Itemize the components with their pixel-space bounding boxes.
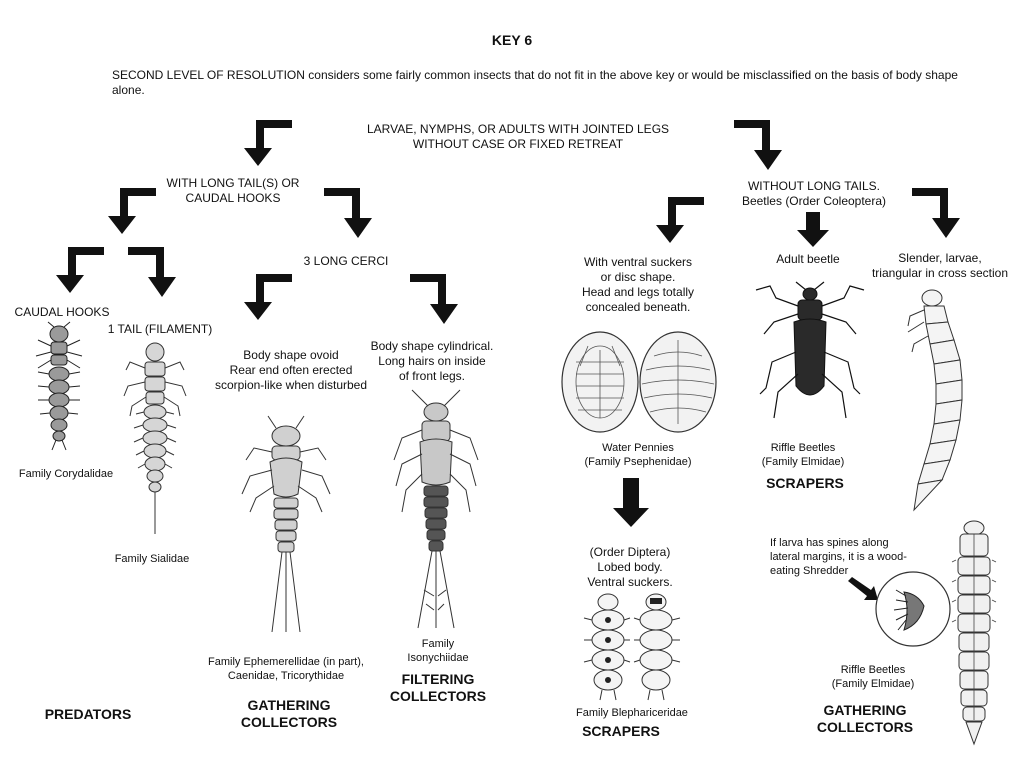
arrow-diagonal-icon (848, 577, 878, 600)
slender-larvae-node: Slender, larvae, triangular in cross sec… (860, 251, 1020, 281)
elmidae-slender-larva-illustration (907, 289, 963, 512)
group-gathering-line: GATHERING (247, 697, 331, 713)
without-tails-line: WITHOUT LONG TAILS. (747, 179, 881, 193)
bent-arrow-down-right-icon (128, 247, 176, 297)
diptera-line: Lobed body. (597, 560, 663, 574)
group-gathering-line: COLLECTORS (816, 719, 914, 735)
long-tails-line: CAUDAL HOOKS (185, 191, 281, 205)
cylindrical-node: Body shape cylindrical. Long hairs on in… (356, 339, 508, 384)
group-scrapers: SCRAPERS (766, 475, 844, 491)
bent-arrow-down-left-icon (108, 188, 156, 234)
elmidae-adult-illustration (755, 281, 865, 419)
group-filtering-line: COLLECTORS (389, 688, 487, 704)
family-elmidae-adult: Riffle Beetles (Family Elmidae) (748, 441, 858, 469)
shredder-note-line: lateral margins, it is a wood- (770, 551, 907, 563)
ventral-suckers-line: concealed beneath. (585, 300, 691, 314)
spine-detail-illustration (875, 571, 951, 647)
root-line: LARVAE, NYMPHS, OR ADULTS WITH JOINTED L… (366, 122, 670, 136)
group-gathering-line: COLLECTORS (240, 714, 338, 730)
family-blephariceridae: Family Blephariceridae (576, 707, 688, 719)
group-filtering-collectors: FILTERING COLLECTORS (378, 671, 498, 705)
root-line: WITHOUT CASE OR FIXED RETREAT (412, 137, 624, 151)
bent-arrow-down-right-icon (324, 188, 372, 238)
group-gathering-collectors: GATHERING COLLECTORS (802, 702, 928, 736)
root-node: LARVAE, NYMPHS, OR ADULTS WITH JOINTED L… (340, 122, 696, 152)
ovoid-line: Rear end often erected (229, 363, 353, 377)
family-ephemerellidae-line: Family Ephemerellidae (in part), (208, 656, 364, 668)
family-ephemerellidae-line: Caenidae, Tricorythidae (227, 670, 345, 682)
family-elmidae-larva-line: Riffle Beetles (840, 664, 906, 676)
blephariceridae-illustration (583, 593, 681, 701)
bent-arrow-down-left-icon (56, 247, 104, 293)
arrow-down-icon (797, 212, 829, 247)
three-cerci-label: 3 LONG CERCI (303, 254, 389, 268)
without-tails-line: Beetles (Order Coleoptera) (741, 194, 887, 208)
slender-larvae-line: Slender, larvae, (898, 251, 982, 265)
corydalidae-illustration (35, 321, 83, 451)
without-tails-node: WITHOUT LONG TAILS. Beetles (Order Coleo… (720, 179, 908, 209)
isonychiidae-illustration (393, 389, 479, 629)
page-title: KEY 6 (491, 32, 533, 48)
bent-arrow-down-right-icon (410, 274, 458, 324)
shredder-note-line: eating Shredder (770, 565, 849, 577)
family-psephenidae-line: (Family Psephenidae) (584, 456, 692, 468)
diptera-line: Ventral suckers. (587, 575, 673, 589)
family-isonychiidae-line: Isonychiidae (407, 652, 469, 664)
shredder-note: If larva has spines along lateral margin… (770, 536, 940, 578)
ventral-suckers-line: Head and legs totally (581, 285, 695, 299)
ventral-suckers-line: With ventral suckers (583, 255, 693, 269)
sialidae-illustration (123, 342, 187, 534)
diptera-node: (Order Diptera) Lobed body. Ventral suck… (566, 545, 694, 590)
family-elmidae-larva: Riffle Beetles (Family Elmidae) (818, 663, 928, 691)
ephemerellidae-illustration (241, 415, 331, 633)
diptera-line: (Order Diptera) (589, 545, 671, 559)
family-psephenidae-line: Water Pennies (602, 442, 674, 454)
family-isonychiidae: Family Isonychiidae (396, 637, 480, 665)
bent-arrow-down-left-icon (244, 274, 292, 320)
family-ephemerellidae: Family Ephemerellidae (in part), Caenida… (198, 655, 374, 683)
family-sialidae: Family Sialidae (114, 553, 190, 565)
long-tails-node: WITH LONG TAIL(S) OR CAUDAL HOOKS (140, 176, 326, 206)
bent-arrow-down-left-icon (656, 197, 704, 243)
family-psephenidae: Water Pennies (Family Psephenidae) (572, 441, 704, 469)
long-tails-line: WITH LONG TAIL(S) OR (166, 176, 300, 190)
cylindrical-line: Body shape cylindrical. (370, 339, 494, 353)
group-gathering-collectors: GATHERING COLLECTORS (226, 697, 352, 731)
ovoid-line: scorpion-like when disturbed (214, 378, 368, 392)
ventral-suckers-line: or disc shape. (600, 270, 676, 284)
ovoid-node: Body shape ovoid Rear end often erected … (198, 348, 384, 393)
slender-larvae-line: triangular in cross section (871, 266, 1009, 280)
one-tail-label: 1 TAIL (FILAMENT) (107, 322, 213, 336)
adult-beetle-label: Adult beetle (776, 252, 840, 266)
family-elmidae-adult-line: (Family Elmidae) (761, 456, 845, 468)
bent-arrow-down-right-icon (912, 188, 960, 238)
family-isonychiidae-line: Family (421, 638, 455, 650)
family-elmidae-larva-line: (Family Elmidae) (831, 678, 915, 690)
cylindrical-line: Long hairs on inside (378, 354, 486, 368)
cylindrical-line: of front legs. (398, 369, 466, 383)
intro-paragraph: SECOND LEVEL OF RESOLUTION considers som… (112, 68, 958, 97)
group-scrapers: SCRAPERS (582, 723, 660, 739)
psephenidae-illustration (561, 331, 717, 433)
arrow-down-icon (613, 478, 649, 527)
elmidae-larva-illustration (951, 520, 997, 746)
family-corydalidae: Family Corydalidae (18, 468, 114, 480)
group-filtering-line: FILTERING (401, 671, 475, 687)
caudal-hooks-label: CAUDAL HOOKS (14, 305, 110, 319)
group-predators: PREDATORS (44, 706, 132, 722)
ventral-suckers-node: With ventral suckers or disc shape. Head… (560, 255, 716, 315)
bent-arrow-down-right-icon (734, 120, 782, 170)
shredder-note-line: If larva has spines along (770, 537, 889, 549)
ovoid-line: Body shape ovoid (243, 348, 339, 362)
family-elmidae-adult-line: Riffle Beetles (770, 442, 836, 454)
group-gathering-line: GATHERING (823, 702, 907, 718)
bent-arrow-down-left-icon (244, 120, 292, 166)
